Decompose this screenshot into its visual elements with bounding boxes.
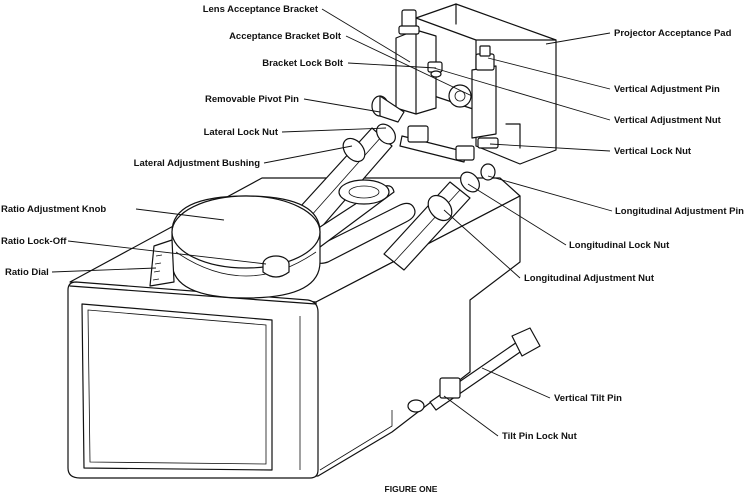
label-vertical-lock-nut: Vertical Lock Nut	[614, 146, 692, 157]
leader-longitudinal-lock-nut	[467, 183, 567, 246]
tilt-pin-lock-nut	[407, 399, 425, 413]
label-longitudinal-adjustment-pin: Longitudinal Adjustment Pin	[615, 206, 744, 217]
label-acceptance-bracket-bolt: Acceptance Bracket Bolt	[229, 31, 342, 42]
leader-tilt-pin-lock-nut	[443, 395, 499, 437]
lens-housing-drawing	[67, 3, 557, 479]
leader-lines	[51, 8, 613, 437]
figure-caption: FIGURE ONE	[385, 484, 438, 494]
label-bracket-lock-bolt: Bracket Lock Bolt	[262, 58, 344, 69]
label-vertical-adjustment-nut: Vertical Adjustment Nut	[614, 115, 722, 126]
lever-ring	[338, 179, 390, 205]
vertical-tilt-pin	[429, 327, 541, 411]
leader-ratio-adjustment-knob	[135, 208, 225, 221]
leader-projector-acceptance-pad	[545, 32, 611, 45]
longitudinal-arm	[383, 171, 480, 271]
leader-bracket-lock-bolt	[347, 62, 437, 69]
leader-removable-pivot-pin	[303, 98, 381, 113]
label-tilt-pin-lock-nut: Tilt Pin Lock Nut	[502, 431, 578, 442]
ratio-knob	[171, 195, 321, 299]
label-lateral-adjustment-bushing: Lateral Adjustment Bushing	[134, 158, 261, 169]
label-ratio-dial: Ratio Dial	[5, 267, 49, 278]
leader-lateral-adjustment-bushing	[263, 145, 353, 164]
label-ratio-adjustment-knob: Ratio Adjustment Knob	[1, 204, 106, 215]
label-vertical-tilt-pin: Vertical Tilt Pin	[554, 393, 622, 404]
leader-vertical-tilt-pin	[481, 367, 551, 399]
ratio-dial	[149, 239, 175, 287]
leader-longitudinal-adjustment-pin	[487, 175, 613, 212]
leader-acceptance-bracket-bolt	[345, 35, 473, 97]
leader-vertical-lock-nut	[489, 143, 611, 152]
label-longitudinal-lock-nut: Longitudinal Lock Nut	[569, 240, 670, 251]
lateral-arm	[289, 123, 396, 239]
label-projector-acceptance-pad: Projector Acceptance Pad	[614, 28, 732, 39]
label-ratio-lock-off: Ratio Lock-Off	[1, 236, 67, 247]
leader-ratio-lock-off	[67, 240, 267, 265]
labels: Lens Acceptance Bracket Acceptance Brack…	[1, 4, 744, 494]
leader-lateral-lock-nut	[281, 127, 387, 133]
leader-lens-acceptance-bracket	[321, 8, 411, 63]
leader-ratio-dial	[51, 267, 157, 273]
label-longitudinal-adjustment-nut: Longitudinal Adjustment Nut	[524, 273, 655, 284]
label-removable-pivot-pin: Removable Pivot Pin	[205, 94, 299, 105]
leader-vertical-adjustment-pin	[487, 57, 611, 90]
leader-vertical-adjustment-nut	[433, 67, 611, 121]
label-vertical-adjustment-pin: Vertical Adjustment Pin	[614, 84, 720, 95]
label-lens-acceptance-bracket: Lens Acceptance Bracket	[203, 4, 319, 15]
label-lateral-lock-nut: Lateral Lock Nut	[204, 127, 279, 138]
leader-longitudinal-adjustment-nut	[443, 209, 521, 279]
lens-screen	[81, 303, 273, 471]
